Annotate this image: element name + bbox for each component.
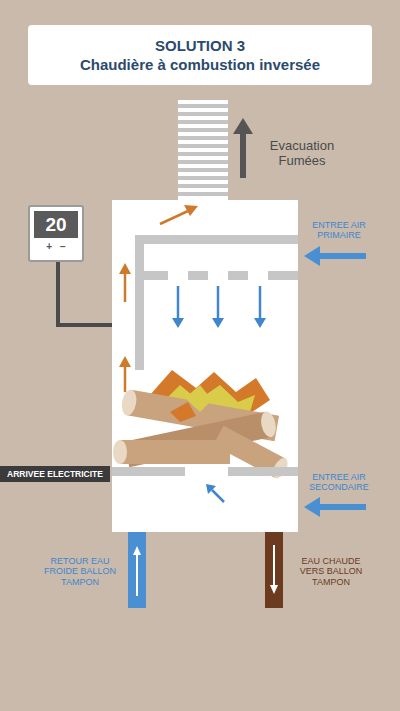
title-box: SOLUTION 3Chaudière à combustion inversé…	[28, 25, 372, 85]
cold-water-label: RETOUR EAU FROIDE BALLON TAMPON	[40, 556, 120, 587]
electricity-band: ARRIVEE ELECTRICITE	[0, 466, 110, 482]
boiler-body	[112, 200, 298, 532]
electricity-label: ARRIVEE ELECTRICITE	[7, 469, 103, 479]
thermostat-buttons: +−	[30, 241, 82, 253]
primary-air-label: ENTREE AIR PRIMAIRE	[304, 220, 374, 241]
electric-wire	[58, 262, 112, 325]
thermostat-button: +	[46, 241, 52, 253]
exhaust-label: Evacuation Fumées	[252, 139, 352, 169]
thermostat: 20 +−	[28, 205, 84, 262]
cold-water-pipe	[128, 532, 146, 608]
hot-water-pipe	[265, 532, 283, 608]
grate	[112, 467, 298, 476]
secondary-air-label: ENTREE AIR SECONDAIRE	[304, 472, 374, 493]
hot-water-label: EAU CHAUDE VERS BALLON TAMPON	[290, 556, 372, 587]
chimney	[178, 100, 228, 200]
thermostat-display: 20	[34, 211, 78, 238]
hot-gas-arrows	[119, 205, 198, 392]
exhaust-arrow	[233, 118, 253, 178]
secondary-air-arrow	[206, 484, 224, 502]
subtitle-text: Chaudière à combustion inversée	[80, 55, 320, 75]
baffle	[135, 235, 298, 370]
temperature-value: 20	[45, 215, 66, 234]
thermostat-button: −	[60, 241, 66, 253]
air-down-arrows	[172, 286, 266, 328]
wood-logs	[113, 370, 291, 481]
title-text: SOLUTION 3	[155, 36, 245, 56]
